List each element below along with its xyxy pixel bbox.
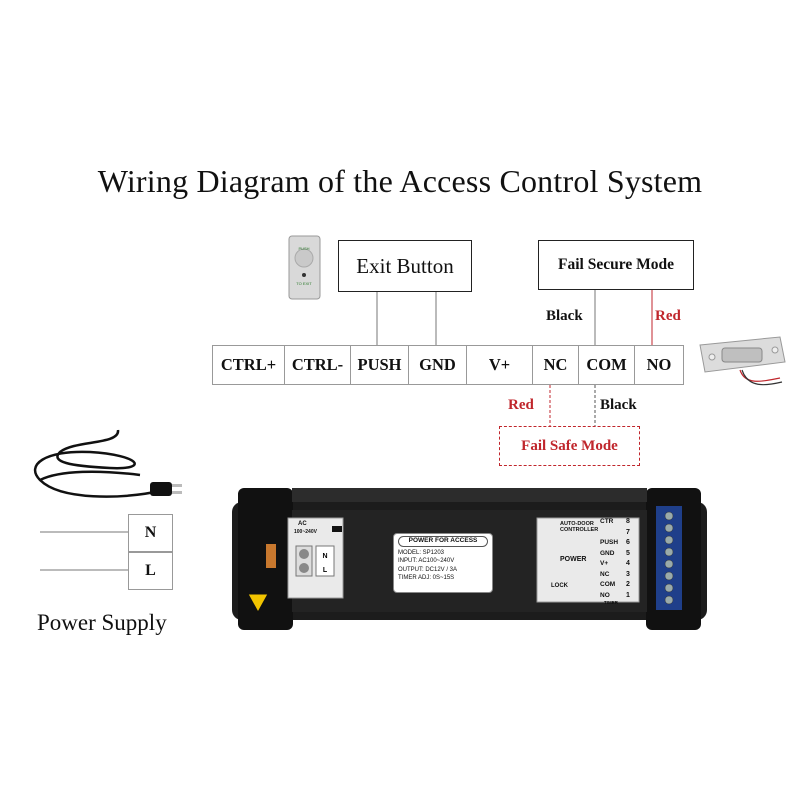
device-input: INPUT: AC100~240V — [398, 558, 455, 564]
secure-red-label: Red — [655, 308, 681, 324]
pin-number-column: 8 7 6 5 4 3 2 1 — [626, 518, 638, 602]
secure-black-label: Black — [546, 308, 583, 324]
terminal-nc: NC — [532, 345, 578, 385]
power-supply-label: Power Supply — [37, 610, 167, 635]
pin-num-1: 1 — [626, 591, 630, 599]
pin-label-column: CTR PUSH GND V+ NC COM NO — [600, 518, 624, 602]
device-n-label: N — [322, 553, 327, 560]
terminal-com: COM — [578, 345, 634, 385]
pin-label-6: PUSH — [600, 539, 619, 546]
pin-label-7 — [600, 529, 624, 540]
device-ac-label: AC — [298, 521, 307, 527]
fail-secure-box: Fail Secure Mode — [538, 240, 694, 290]
pin-num-4: 4 — [626, 560, 630, 567]
electric-strike-lock-icon — [699, 336, 786, 386]
device-output: OUTPUT: DC12V / 3A — [398, 566, 458, 573]
timer-small-label: TIMER — [604, 600, 618, 605]
svg-text:100~240V: 100~240V — [294, 529, 318, 535]
lock-label: LOCK — [551, 583, 568, 589]
power-n-terminal: N — [128, 514, 173, 552]
terminal-no: NO — [634, 345, 684, 385]
device-spec-label: POWER FOR ACCESS MODEL: SP1203 INPUT: AC… — [393, 533, 493, 593]
auto-door-label: AUTO-DOOR CONTROLLER — [560, 521, 599, 533]
pin-num-5: 5 — [626, 549, 630, 557]
pin-label-8: CTR — [600, 518, 614, 525]
terminal-row: CTRL+ CTRL- PUSH GND V+ NC COM NO — [212, 345, 684, 385]
terminal-gnd: GND — [408, 345, 466, 385]
terminal-push: PUSH — [350, 345, 408, 385]
power-cord-icon — [33, 429, 166, 498]
safe-red-label: Red — [508, 397, 534, 413]
pin-num-3: 3 — [626, 570, 630, 578]
device-model: MODEL: SP1203 — [398, 549, 445, 556]
exit-button-box: Exit Button — [338, 240, 472, 292]
fail-safe-box: Fail Safe Mode — [499, 426, 640, 466]
terminal-ctrl-minus: CTRL- — [284, 345, 350, 385]
pin-num-8: 8 — [626, 518, 630, 525]
pin-num-7: 7 — [626, 528, 630, 536]
device-label-header: POWER FOR ACCESS — [398, 536, 488, 547]
plug-body — [150, 482, 172, 496]
pin-label-2: COM — [600, 581, 616, 588]
pin-label-1: NO — [600, 591, 610, 599]
terminal-v-plus: V+ — [466, 345, 532, 385]
safe-black-label: Black — [600, 397, 637, 413]
pin-label-4: V+ — [600, 560, 609, 567]
pin-num-2: 2 — [626, 581, 630, 588]
pin-label-5: GND — [600, 549, 615, 557]
exit-button-icon: PUSH TO EXIT — [288, 235, 321, 300]
terminal-ctrl-plus: CTRL+ — [212, 345, 284, 385]
device-timer: TIMER ADJ: 0S~15S — [398, 575, 455, 581]
pin-label-3: NC — [600, 570, 610, 578]
power-l-terminal: L — [128, 552, 173, 590]
pin-num-6: 6 — [626, 539, 630, 546]
device-l-label: L — [323, 567, 328, 574]
exit-face-push: PUSH — [298, 246, 309, 251]
power-pin-label: POWER — [560, 556, 587, 563]
exit-face-exit: TO EXIT — [296, 281, 312, 286]
page-title: Wiring Diagram of the Access Control Sys… — [97, 163, 703, 199]
